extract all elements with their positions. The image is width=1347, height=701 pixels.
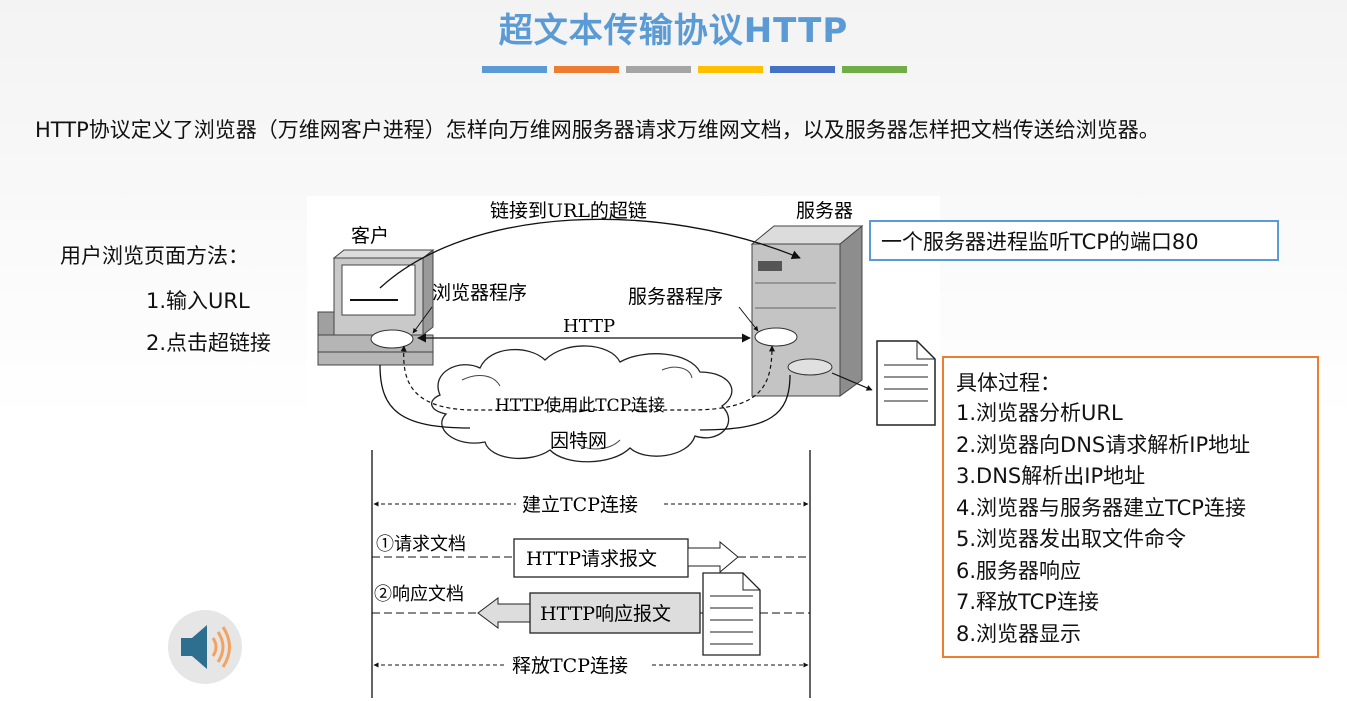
process-step: 3.DNS解析出IP地址 — [956, 464, 1146, 488]
browse-methods: 用户浏览页面方法： 1.输入URL 2.点击超链接 — [60, 240, 271, 364]
client-computer-icon — [317, 248, 435, 366]
color-segment-yellow — [698, 66, 763, 73]
server-tower-icon — [750, 224, 864, 397]
response-message-box — [529, 592, 701, 634]
color-segment-blue — [482, 66, 547, 73]
server-label: 服务器 — [796, 200, 853, 222]
server-program-label: 服务器程序 — [628, 286, 723, 308]
hyperlink-label: 链接到URL的超链 — [490, 200, 647, 222]
browse-method-item: 2.点击超链接 — [146, 331, 272, 355]
intro-paragraph: HTTP协议定义了浏览器（万维网客户进程）怎样向万维网服务器请求万维网文档，以及… — [35, 118, 1160, 142]
title-color-bar — [482, 66, 907, 73]
browse-method-item: 1.输入URL — [146, 289, 250, 313]
response-message-label: HTTP响应报文 — [540, 603, 671, 625]
release-tcp-label: 释放TCP连接 — [512, 655, 628, 677]
color-segment-green — [842, 66, 907, 73]
process-step: 7.释放TCP连接 — [956, 590, 1099, 614]
process-step: 1.浏览器分析URL — [956, 401, 1123, 425]
process-step: 6.服务器响应 — [956, 558, 1082, 583]
process-step: 8.浏览器显示 — [956, 621, 1082, 646]
establish-tcp-label: 建立TCP连接 — [522, 494, 638, 516]
request-arrow-icon — [687, 540, 739, 574]
browse-methods-title: 用户浏览页面方法： — [60, 244, 249, 268]
process-step: 5.浏览器发出取文件命令 — [956, 527, 1187, 551]
process-steps-box: 具体过程： 1.浏览器分析URL 2.浏览器向DNS请求解析IP地址 3.DNS… — [942, 356, 1319, 658]
process-title: 具体过程： — [956, 371, 1061, 395]
color-segment-darkblue — [770, 66, 835, 73]
response-doc-label: ②响应文档 — [374, 584, 464, 605]
browser-program-label: 浏览器程序 — [432, 282, 527, 304]
tcp-connection-label: HTTP使用此TCP连接 — [495, 395, 665, 416]
document-icon — [876, 340, 936, 426]
request-doc-label: ①请求文档 — [376, 534, 466, 555]
color-segment-orange — [554, 66, 619, 73]
process-step: 4.浏览器与服务器建立TCP连接 — [956, 495, 1246, 520]
process-step: 2.浏览器向DNS请求解析IP地址 — [956, 432, 1251, 457]
port-80-callout: 一个服务器进程监听TCP的端口80 — [869, 220, 1279, 261]
request-message-label: HTTP请求报文 — [526, 548, 657, 570]
internet-label: 因特网 — [550, 430, 607, 452]
client-label: 客户 — [351, 225, 389, 247]
response-arrow-icon — [477, 597, 531, 629]
speaker-icon[interactable] — [167, 609, 243, 685]
color-segment-gray — [626, 66, 691, 73]
page-title: 超文本传输协议HTTP — [498, 11, 849, 51]
http-label: HTTP — [563, 316, 615, 337]
response-document-icon — [702, 572, 761, 656]
